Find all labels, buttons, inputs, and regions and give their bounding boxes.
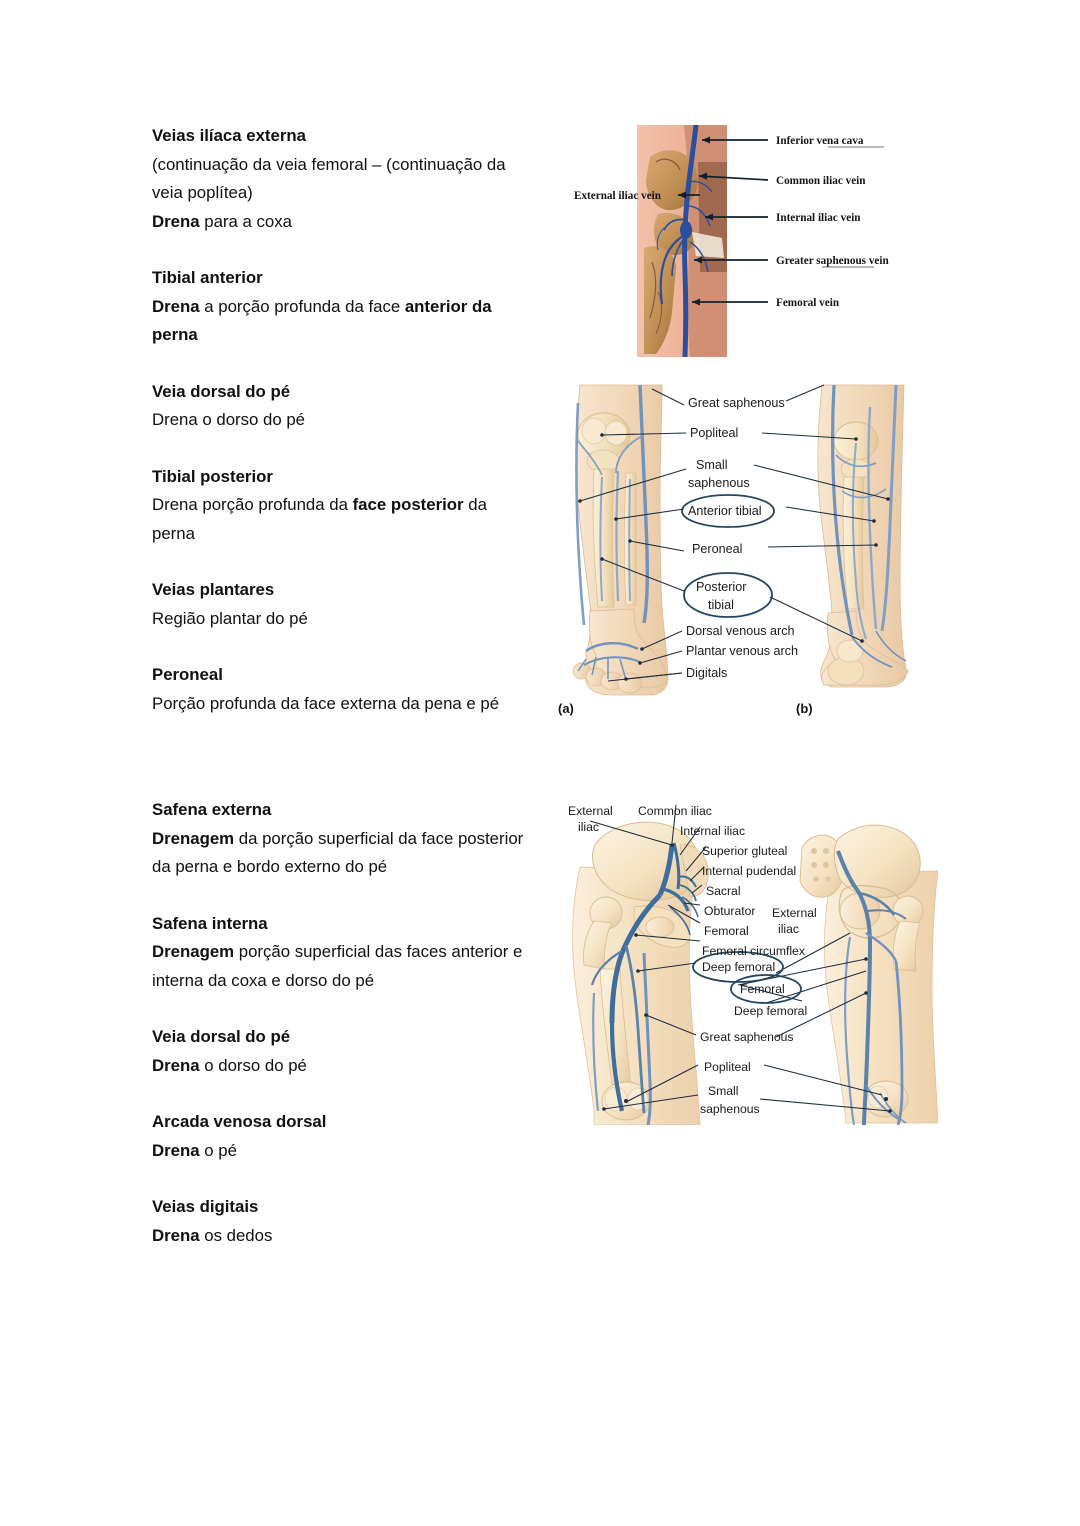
note-term: Peroneal	[152, 665, 223, 684]
label-external-iliac-left-line2: iliac	[578, 820, 599, 834]
label-internal-iliac-vein: Internal iliac vein	[776, 212, 861, 224]
note-entry: Tibial posterior Drena porção profunda d…	[152, 463, 532, 549]
figure-1-leader-lines	[678, 136, 769, 306]
note-entry: Safena externa Drenagem da porção superf…	[152, 796, 532, 882]
figure-2-labels: Great saphenous Popliteal Small saphenou…	[686, 396, 798, 680]
label-external-iliac-right-line1: External	[772, 906, 817, 920]
label-external-iliac-left-line1: External	[568, 804, 613, 818]
note-description: Drena o dorso do pé	[152, 410, 305, 429]
label-small-saphenous-line2: saphenous	[700, 1102, 760, 1116]
highlight-ellipse-posterior-tibial	[683, 572, 773, 618]
note-description: (continuação da veia femoral – (continua…	[152, 154, 506, 231]
note-description: Drena o dorso do pé	[152, 1055, 307, 1075]
note-entry: Veia dorsal do pé Drena o dorso do pé	[152, 1023, 532, 1080]
label-dorsal-venous-arch: Dorsal venous arch	[686, 624, 795, 638]
note-term: Tibial anterior	[152, 268, 263, 287]
note-entry: Arcada venosa dorsal Drena o pé	[152, 1108, 532, 1165]
note-term: Veia dorsal do pé	[152, 1027, 291, 1046]
panel-label-a: (a)	[558, 701, 574, 716]
label-external-iliac-right-line2: iliac	[778, 922, 799, 936]
label-posterior-tibial-line1: Posterior	[696, 580, 746, 594]
figure-3-leader-lines	[589, 804, 892, 1113]
label-plantar-venous-arch: Plantar venous arch	[686, 644, 798, 658]
note-description: Drena os dedos	[152, 1225, 273, 1245]
note-entry: Tibial anterior Drena a porção profunda …	[152, 264, 532, 350]
label-femoral-plain: Femoral	[704, 924, 749, 938]
label-femoral-vein: Femoral vein	[776, 297, 840, 309]
label-great-saphenous: Great saphenous	[700, 1030, 794, 1044]
note-description: Drena porção profunda da face posterior …	[152, 495, 487, 543]
note-description: Drena a porção profunda da face anterior…	[152, 296, 492, 345]
label-popliteal: Popliteal	[690, 426, 738, 440]
pelvic-femoral-veins-figure: Inferior vena cava Common iliac vein Int…	[572, 122, 932, 360]
label-obturator: Obturator	[704, 904, 755, 918]
notes-block-one: Veias ilíaca externa (continuação da vei…	[152, 122, 532, 718]
note-entry: Veias plantares Região plantar do pé	[152, 576, 532, 633]
note-entry: Veias digitais Drena os dedos	[152, 1193, 532, 1250]
note-description: Drena o pé	[152, 1140, 237, 1160]
note-entry: Veia dorsal do pé Drena o dorso do pé	[152, 378, 532, 435]
note-description: Drenagem da porção superficial da face p…	[152, 828, 524, 877]
label-deep-femoral: Deep femoral	[734, 1004, 807, 1018]
note-description: Região plantar do pé	[152, 608, 308, 628]
pelvis-thigh-veins-figure: External iliac Common iliac Internal ili…	[550, 793, 938, 1125]
note-term: Veia dorsal do pé	[152, 381, 291, 401]
label-greater-saphenous-vein: Greater saphenous vein	[776, 255, 889, 267]
highlight-ellipse-deep-femoral	[692, 951, 784, 983]
note-term: Veias ilíaca externa	[152, 126, 306, 145]
note-term: Veias plantares	[152, 580, 275, 599]
note-entry: Veias ilíaca externa (continuação da vei…	[152, 122, 532, 236]
note-entry: Peroneal Porção profunda da face externa…	[152, 661, 532, 718]
anatomical-specimen-image	[637, 125, 727, 357]
figure-1-labels: Inferior vena cava Common iliac vein Int…	[574, 135, 889, 309]
lower-leg-veins-figure: (a) (b)	[556, 383, 932, 719]
note-term: Veias digitais	[152, 1197, 259, 1216]
label-common-iliac-vein: Common iliac vein	[776, 175, 866, 187]
highlight-ellipse-anterior-tibial	[681, 494, 775, 528]
note-term: Arcada venosa dorsal	[152, 1112, 327, 1131]
pelvis-posterior-panel	[799, 824, 938, 1125]
label-small-saphenous-line1: Small	[708, 1084, 738, 1098]
label-superior-gluteal: Superior gluteal	[702, 844, 787, 858]
notes-block-two: Safena externa Drenagem da porção superf…	[152, 796, 532, 1250]
note-description: Drenagem porção superficial das faces an…	[152, 942, 523, 990]
label-sacral: Sacral	[706, 884, 741, 898]
note-entry: Safena interna Drenagem porção superfici…	[152, 910, 532, 996]
note-description: Porção profunda da face externa da pena …	[152, 693, 500, 713]
label-femoral-highlighted: Femoral	[740, 982, 785, 996]
label-small-saphenous-line2: saphenous	[688, 476, 750, 490]
label-deep-femoral-highlighted: Deep femoral	[702, 960, 775, 974]
leg-posterior-panel: (b)	[796, 384, 909, 716]
label-femoral-circumflex: Femoral circumflex	[702, 944, 805, 958]
figure-2-leader-lines	[578, 384, 890, 682]
pelvis-anterior-panel	[572, 821, 709, 1125]
leg-anterior-panel: (a)	[558, 384, 669, 716]
note-term: Safena interna	[152, 913, 268, 933]
label-internal-iliac: Internal iliac	[680, 824, 745, 838]
label-inferior-vena-cava: Inferior vena cava	[776, 135, 864, 147]
highlight-ellipse-femoral	[730, 974, 802, 1004]
panel-label-b: (b)	[796, 701, 813, 716]
label-anterior-tibial: Anterior tibial	[688, 504, 762, 518]
label-peroneal: Peroneal	[692, 542, 742, 556]
label-internal-pudendal: Internal pudendal	[702, 864, 796, 878]
label-posterior-tibial-line2: tibial	[708, 598, 734, 612]
label-external-iliac-vein: External iliac vein	[574, 190, 662, 202]
label-common-iliac: Common iliac	[638, 804, 712, 818]
label-digitals: Digitals	[686, 666, 727, 680]
figure-3-labels: External iliac Common iliac Internal ili…	[568, 804, 817, 1116]
label-great-saphenous: Great saphenous	[688, 396, 785, 410]
label-small-saphenous-line1: Small	[696, 458, 728, 472]
note-term: Tibial posterior	[152, 466, 273, 486]
note-term: Safena externa	[152, 800, 272, 819]
label-popliteal: Popliteal	[704, 1060, 751, 1074]
